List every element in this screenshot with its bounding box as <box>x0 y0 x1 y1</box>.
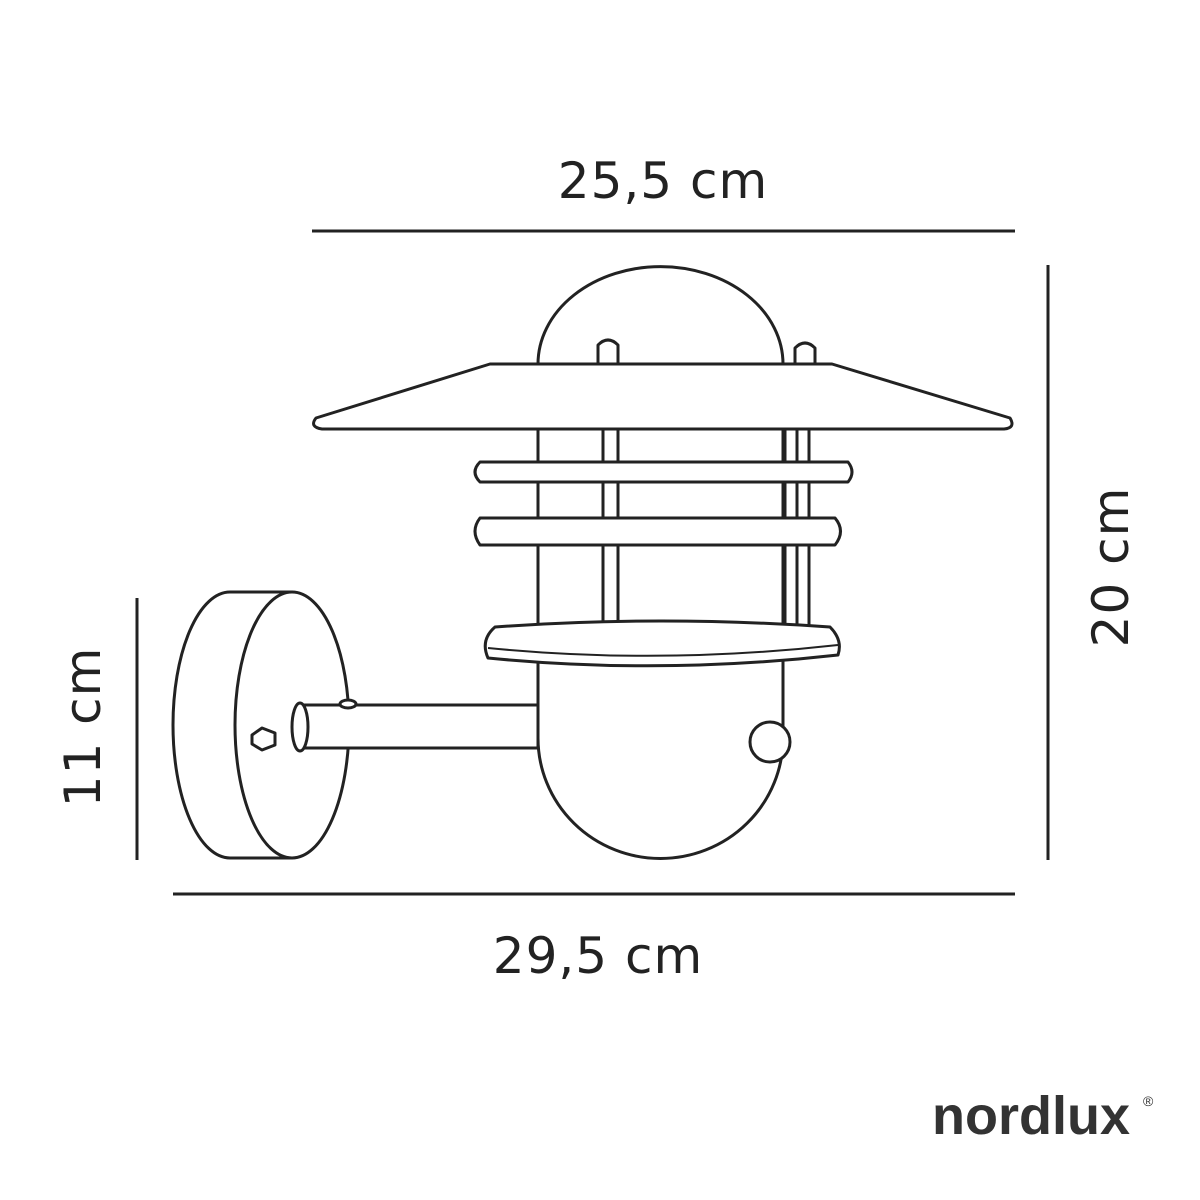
height-label: 20 cm <box>1082 487 1140 648</box>
registered-mark: ® <box>1143 1093 1154 1109</box>
wall-plate-height-label: 11 cm <box>54 647 112 808</box>
lamp-base <box>536 658 785 860</box>
lamp-ring <box>473 516 842 547</box>
bolt-icon <box>596 338 620 366</box>
bottom-width-label: 29,5 cm <box>493 927 703 985</box>
lamp-roof <box>312 362 1014 431</box>
lamp-ring <box>483 619 841 668</box>
lamp-arm <box>290 698 540 753</box>
wall-lamp-illustration <box>171 265 1014 860</box>
bolt-icon <box>793 341 817 366</box>
motion-sensor-icon <box>748 720 792 764</box>
lamp-dome <box>536 265 785 366</box>
lamp-ring <box>473 460 854 484</box>
top-width-label: 25,5 cm <box>558 152 768 210</box>
logo-text: nordlux <box>932 1086 1130 1146</box>
nordlux-logo: nordlux ® <box>932 1086 1154 1146</box>
screw-icon <box>250 726 277 752</box>
